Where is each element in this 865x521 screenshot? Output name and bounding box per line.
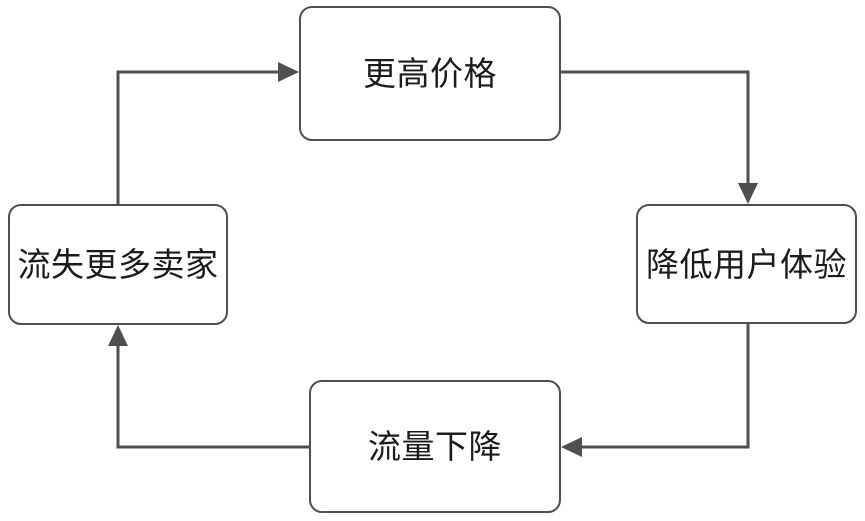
node-traffic-drop[interactable]: 流量下降	[309, 380, 561, 513]
node-lose-sellers-label: 流失更多卖家	[17, 245, 219, 284]
arrowhead-into-traffic-drop	[561, 437, 582, 457]
arrowhead-into-lose-sellers	[108, 325, 128, 346]
node-traffic-drop-label: 流量下降	[368, 427, 502, 466]
arrowhead-into-worse-ux	[738, 183, 758, 204]
node-lose-sellers[interactable]: 流失更多卖家	[8, 204, 228, 325]
edge-worse-ux-to-traffic-drop-line	[580, 324, 750, 449]
edge-higher-price-to-worse-ux-line	[561, 70, 750, 184]
node-higher-price[interactable]: 更高价格	[299, 6, 561, 141]
arrowhead-into-higher-price	[278, 62, 299, 82]
node-higher-price-label: 更高价格	[363, 54, 497, 93]
edge-traffic-drop-to-lose-sellers-line	[116, 344, 309, 449]
edge-lose-sellers-to-higher-price-line	[116, 70, 280, 204]
node-worse-ux-label: 降低用户体验	[646, 244, 847, 284]
node-worse-ux[interactable]: 降低用户体验	[636, 204, 857, 324]
